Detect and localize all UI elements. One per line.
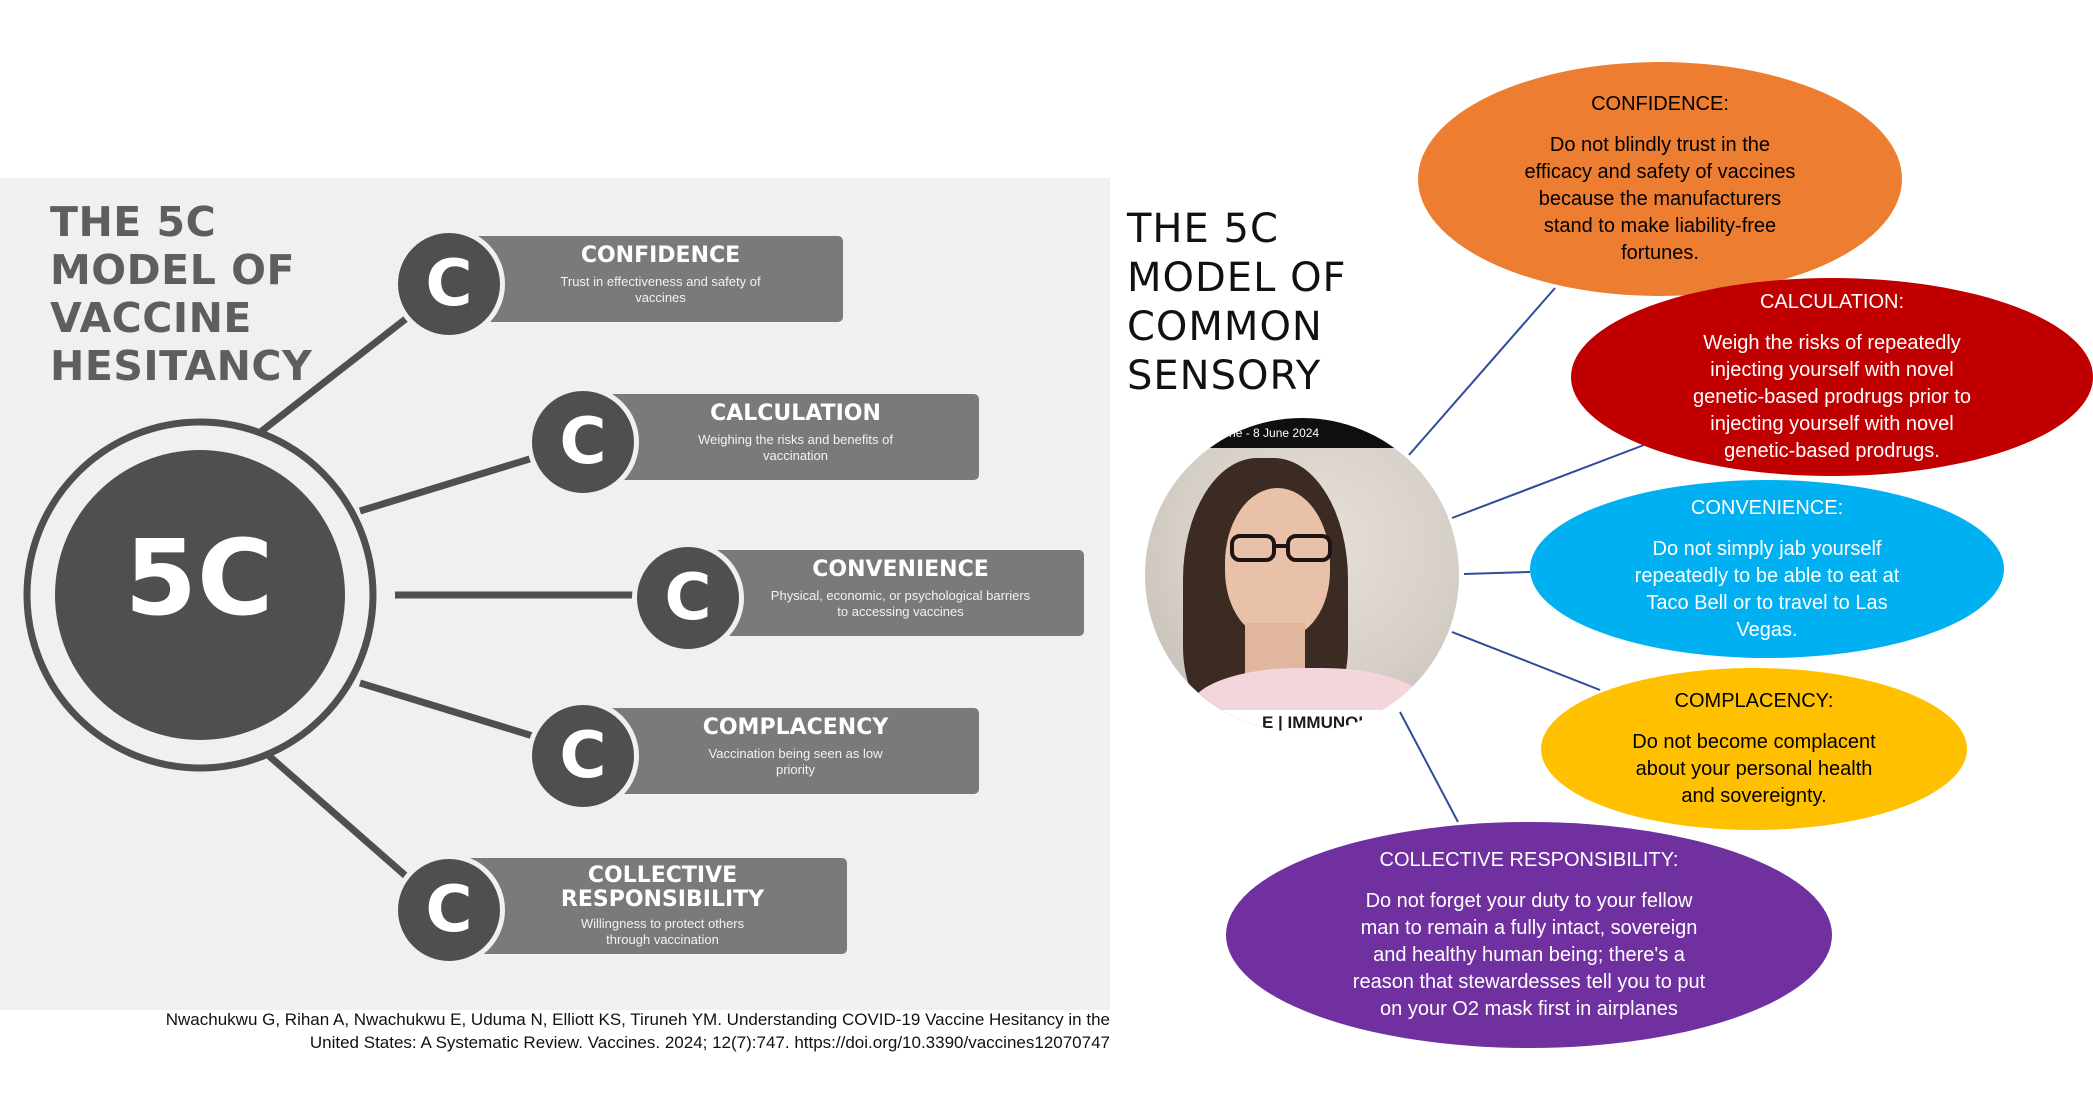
bubble-body: Do not blindly trust in the efficacy and… (1524, 134, 1796, 264)
item-collective-responsibility: C COLLECTIVE RESPONSIBILITY Willingness … (393, 854, 847, 966)
center-label: 5C (124, 517, 274, 639)
item-title: COMPLACENCY (702, 715, 889, 740)
bubble-body: Do not forget your duty to your fellow m… (1352, 890, 1706, 1020)
bubble-body: Do not become complacent about your pers… (1632, 731, 1876, 807)
video-banner: bourne - 8 June 2024 (1145, 418, 1459, 448)
item-title: CALCULATION (710, 401, 881, 426)
bubble-title: CALCULATION: (1759, 291, 1905, 313)
item-description: Willingness to protect others through va… (580, 916, 745, 947)
item-description: Physical, economic, or psychological bar… (770, 588, 1031, 619)
right-title: THE 5C MODEL OF COMMON SENSORY (1127, 206, 1347, 399)
bubble-complacency: COMPLACENCY: Do not become complacent ab… (1541, 668, 1967, 830)
bubble-body: Weigh the risks of repeatedly injecting … (1693, 332, 1971, 462)
center-circle (55, 450, 345, 740)
item-complacency: C COMPLACENCY Vaccination being seen as … (527, 700, 979, 812)
item-description: Trust in effectiveness and safety of vac… (560, 274, 761, 305)
bubble-title: COLLECTIVE RESPONSIBILITY: (1379, 849, 1679, 871)
glasses-icon (1230, 534, 1332, 562)
bubble-title: CONFIDENCE: (1591, 93, 1729, 115)
c-letter-badge: C (527, 386, 639, 498)
item-description: Vaccination being seen as low priority (708, 746, 883, 777)
connector-line (1451, 444, 1645, 519)
video-caption: E | IMMUNOLO (1145, 710, 1459, 732)
item-calculation: C CALCULATION Weighing the risks and ben… (527, 386, 979, 498)
c-letter-badge: C (527, 700, 639, 812)
citation: Nwachukwu G, Rihan A, Nwachukwu E, Uduma… (165, 1010, 1110, 1052)
left-title: THE 5C MODEL OF VACCINE HESITANCY (50, 198, 313, 390)
bubble-title: COMPLACENCY: (1674, 690, 1834, 712)
connector-line (1451, 631, 1601, 691)
item-title: CONVENIENCE (812, 557, 989, 582)
c-letter-badge: C (393, 854, 505, 966)
item-title: COLLECTIVE RESPONSIBILITY (560, 863, 765, 912)
item-description: Weighing the risks and benefits of vacci… (698, 432, 893, 463)
bubble-body: Do not simply jab yourself repeatedly to… (1634, 537, 1900, 641)
bubble-title: CONVENIENCE: (1690, 496, 1844, 519)
c-letter-badge: C (632, 542, 744, 654)
bubble-confidence: CONFIDENCE: Do not blindly trust in the … (1418, 62, 1902, 296)
connector-line (1463, 571, 1531, 575)
bubble-collective-responsibility: COLLECTIVE RESPONSIBILITY: Do not forget… (1226, 822, 1832, 1048)
speaker-photo: bourne - 8 June 2024 E | IMMUNOLO (1145, 418, 1459, 732)
item-confidence: C CONFIDENCE Trust in effectiveness and … (393, 228, 843, 340)
item-convenience: C CONVENIENCE Physical, economic, or psy… (632, 542, 1084, 654)
c-letter-badge: C (393, 228, 505, 340)
bubble-convenience: CONVENIENCE: Do not simply jab yourself … (1530, 480, 2004, 658)
bubble-calculation: CALCULATION: Weigh the risks of repeated… (1571, 278, 2093, 476)
left-connector-lines (23, 283, 690, 916)
item-title: CONFIDENCE (580, 243, 741, 268)
left-diagram-panel: THE 5C MODEL OF VACCINE HESITANCY 5C C C… (0, 178, 1110, 1010)
